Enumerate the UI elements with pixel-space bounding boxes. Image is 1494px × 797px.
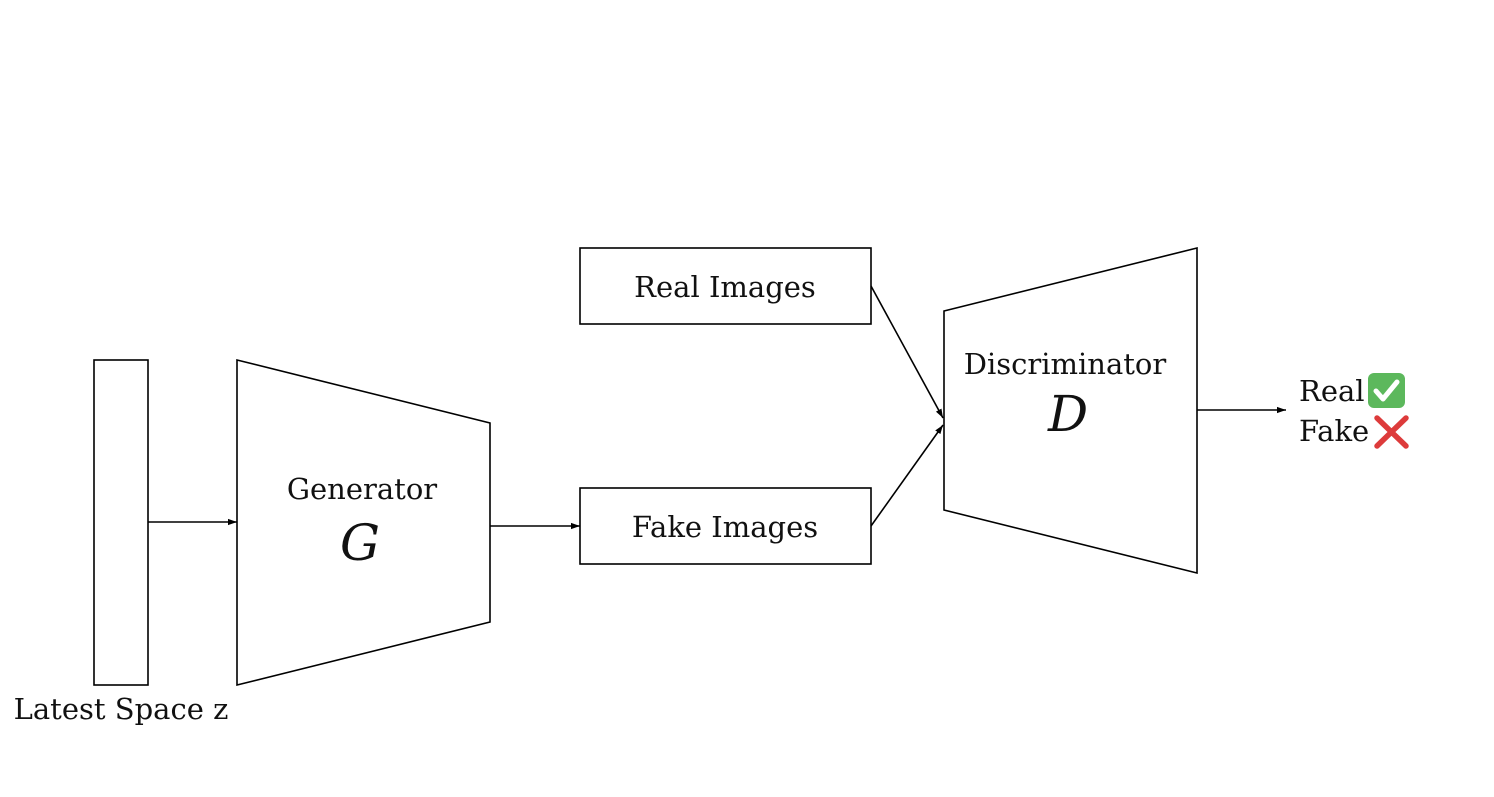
generator-block: [236, 358, 491, 687]
output-real-label: Real: [1299, 374, 1365, 408]
real-images-box: [579, 247, 872, 325]
discriminator-block: [943, 246, 1198, 575]
generator-label: Generator: [287, 472, 437, 506]
generator-symbol: G: [340, 514, 380, 572]
check-icon: [1368, 373, 1405, 408]
discriminator-label: Discriminator: [964, 347, 1167, 381]
output-fake-label: Fake: [1299, 414, 1369, 448]
real-images-label: Real Images: [634, 270, 816, 304]
arrow-fake-images-to-discriminator: [870, 424, 944, 527]
discriminator-symbol: D: [1047, 385, 1088, 443]
fake-images-label: Fake Images: [632, 510, 818, 544]
latent-space-label: Latest Space z: [14, 692, 229, 726]
latent-space-box: [93, 359, 149, 686]
cross-icon: [1374, 415, 1409, 449]
arrow-real-images-to-discriminator: [870, 285, 944, 419]
